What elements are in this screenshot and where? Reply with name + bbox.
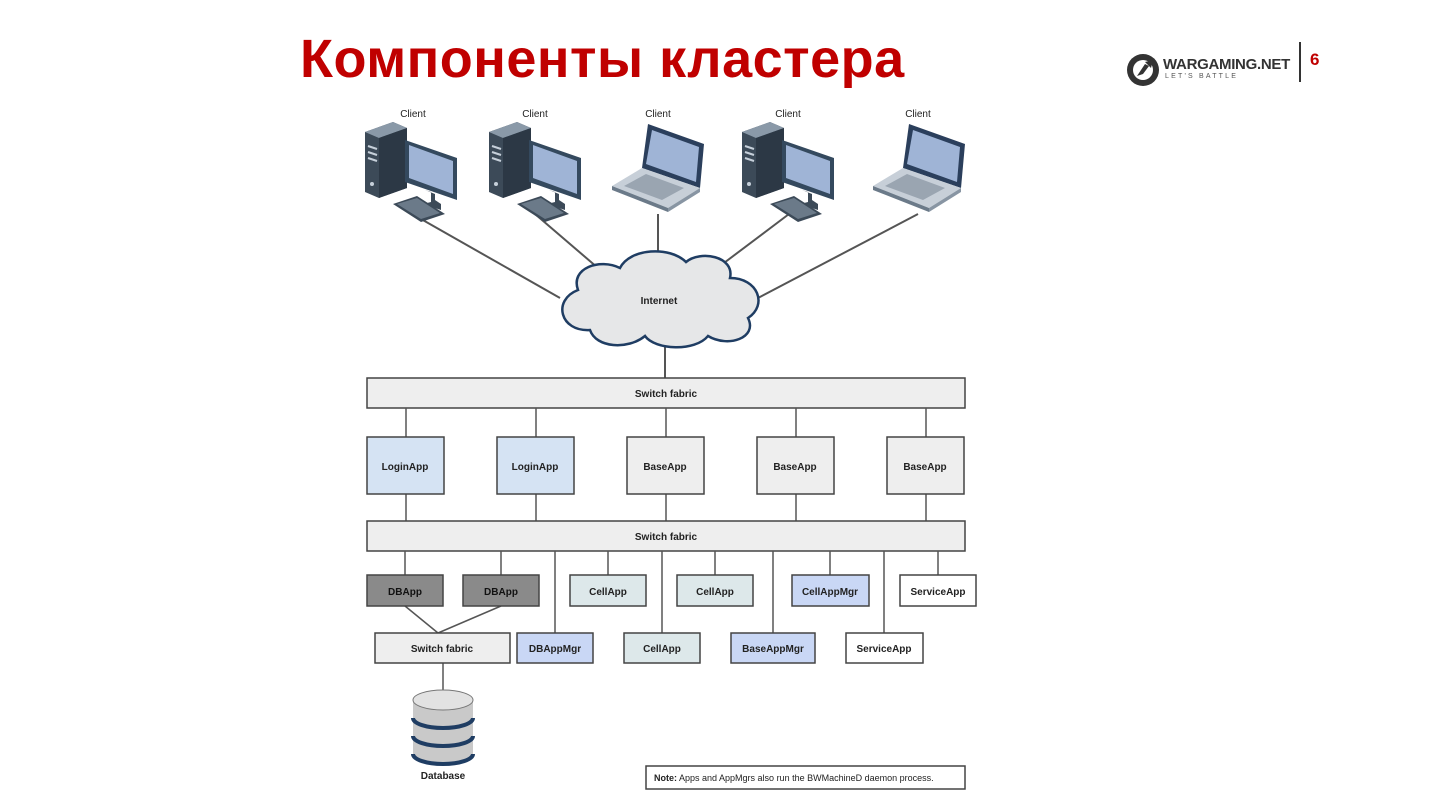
database: Database: [411, 689, 475, 782]
page-number: 6: [1310, 50, 1320, 69]
box-label: BaseApp: [643, 462, 686, 473]
switch-fabric-db: Switch fabric: [374, 632, 511, 664]
database-icon: [411, 689, 475, 766]
box-label: DBApp: [388, 587, 422, 598]
client-links: [413, 213, 919, 378]
dbapp-box-1: DBApp: [366, 574, 444, 607]
box-label: LoginApp: [512, 462, 559, 473]
switch-label: Switch fabric: [635, 532, 698, 543]
box-label: CellApp: [696, 587, 734, 598]
cellapp-box-2: CellApp: [676, 574, 754, 607]
box-label: LoginApp: [382, 462, 429, 473]
client-desktop-1: Client: [364, 109, 458, 223]
row2-links: [404, 551, 939, 692]
cellapp-box-3: CellApp: [623, 632, 701, 664]
client-laptop-2: Client: [873, 109, 965, 212]
dbappmgr-box: DBAppMgr: [516, 632, 594, 664]
switch-label: Switch fabric: [411, 644, 474, 655]
client-label: Client: [522, 109, 548, 120]
box-label: CellApp: [589, 587, 627, 598]
laptop-icon: [612, 124, 704, 212]
client-label: Client: [905, 109, 931, 120]
client-desktop-2: Client: [488, 109, 582, 223]
wargaming-logo-icon: [1127, 54, 1159, 86]
cloud-icon: [561, 250, 760, 349]
serviceapp-box-1: ServiceApp: [899, 574, 977, 607]
desktop-icon: [741, 121, 835, 223]
serviceapp-box-2: ServiceApp: [845, 632, 924, 664]
row1-links: [405, 408, 927, 521]
client-desktop-3: Client: [741, 109, 835, 223]
client-label: Client: [400, 109, 426, 120]
client-label: Client: [775, 109, 801, 120]
switch-fabric-top: Switch fabric: [366, 377, 966, 409]
client-label: Client: [645, 109, 671, 120]
box-label: CellAppMgr: [802, 587, 858, 598]
desktop-icon: [364, 121, 458, 223]
dbapp-box-2: DBApp: [462, 574, 540, 607]
desktop-icon: [488, 121, 582, 223]
database-label: Database: [421, 771, 466, 782]
note-text: Note: Apps and AppMgrs also run the BWMa…: [654, 773, 934, 783]
box-label: BaseApp: [903, 462, 946, 473]
wargaming-logo: WARGAMING.NET LET'S BATTLE: [1125, 50, 1295, 90]
page-divider: [1299, 42, 1301, 82]
switch-label: Switch fabric: [635, 389, 698, 400]
internet-cloud: Internet: [561, 250, 760, 349]
loginapp-box-2: LoginApp: [496, 436, 575, 495]
switch-fabric-mid: Switch fabric: [366, 520, 966, 552]
client-laptop-1: Client: [612, 109, 704, 212]
laptop-icon: [873, 124, 965, 212]
note-box: Note: Apps and AppMgrs also run the BWMa…: [645, 765, 966, 790]
baseappmgr-box: BaseAppMgr: [730, 632, 816, 664]
note-body: Apps and AppMgrs also run the BWMachineD…: [677, 773, 934, 783]
baseapp-box-1: BaseApp: [626, 436, 705, 495]
box-label: BaseAppMgr: [742, 644, 804, 655]
loginapp-box-1: LoginApp: [366, 436, 445, 495]
box-label: CellApp: [643, 644, 681, 655]
logo-tagline: LET'S BATTLE: [1165, 73, 1239, 80]
box-label: BaseApp: [773, 462, 816, 473]
cellappmgr-box: CellAppMgr: [791, 574, 870, 607]
note-label: Note:: [654, 773, 677, 783]
baseapp-box-3: BaseApp: [886, 436, 965, 495]
box-label: DBAppMgr: [529, 644, 581, 655]
slide-title: Компоненты кластера: [300, 29, 905, 89]
internet-label: Internet: [641, 296, 678, 307]
box-label: ServiceApp: [910, 587, 965, 598]
cellapp-box-1: CellApp: [569, 574, 647, 607]
baseapp-box-2: BaseApp: [756, 436, 835, 495]
logo-wordmark: WARGAMING.NET: [1163, 56, 1290, 73]
box-label: ServiceApp: [856, 644, 911, 655]
box-label: DBApp: [484, 587, 518, 598]
